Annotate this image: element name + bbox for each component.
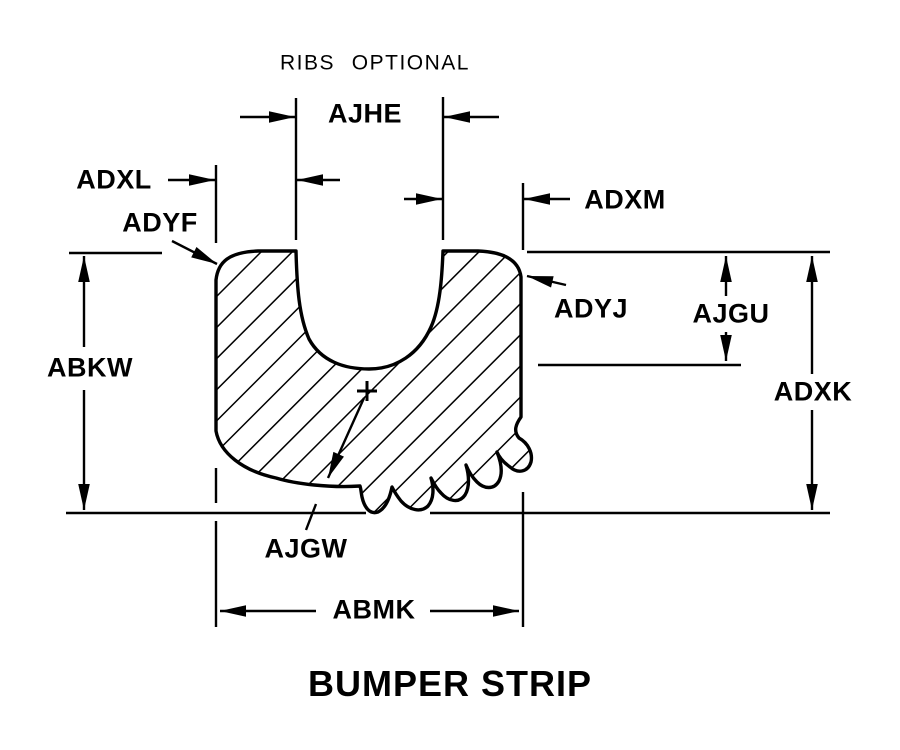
ribs-optional-note: RIBS OPTIONAL — [280, 51, 470, 75]
dim-label-abkw: ABKW — [47, 352, 133, 383]
dim-label-adyf: ADYF — [122, 207, 198, 238]
dim-label-abmk: ABMK — [332, 594, 416, 625]
dim-label-adxk: ADXK — [773, 376, 853, 407]
dim-label-adxl: ADXL — [76, 164, 152, 195]
dim-label-ajgu: AJGU — [692, 298, 770, 329]
leader-ajgw-tail — [304, 503, 318, 531]
bumper-strip-outline — [214, 249, 534, 515]
leader-adyj — [526, 274, 567, 288]
leader-ajgw — [326, 397, 366, 479]
dim-label-adyj: ADYJ — [553, 293, 629, 324]
drawing-title: BUMPER STRIP — [307, 663, 593, 704]
extension-lines — [66, 97, 830, 627]
dim-label-adxm: ADXM — [584, 184, 666, 215]
leader-adyf — [171, 239, 218, 266]
dim-label-ajgw: AJGW — [264, 533, 348, 564]
dim-label-ajhe: AJHE — [327, 98, 403, 129]
part-cross-section — [214, 249, 534, 515]
radius-center-mark — [357, 381, 377, 401]
dimension-lines — [78, 111, 818, 617]
